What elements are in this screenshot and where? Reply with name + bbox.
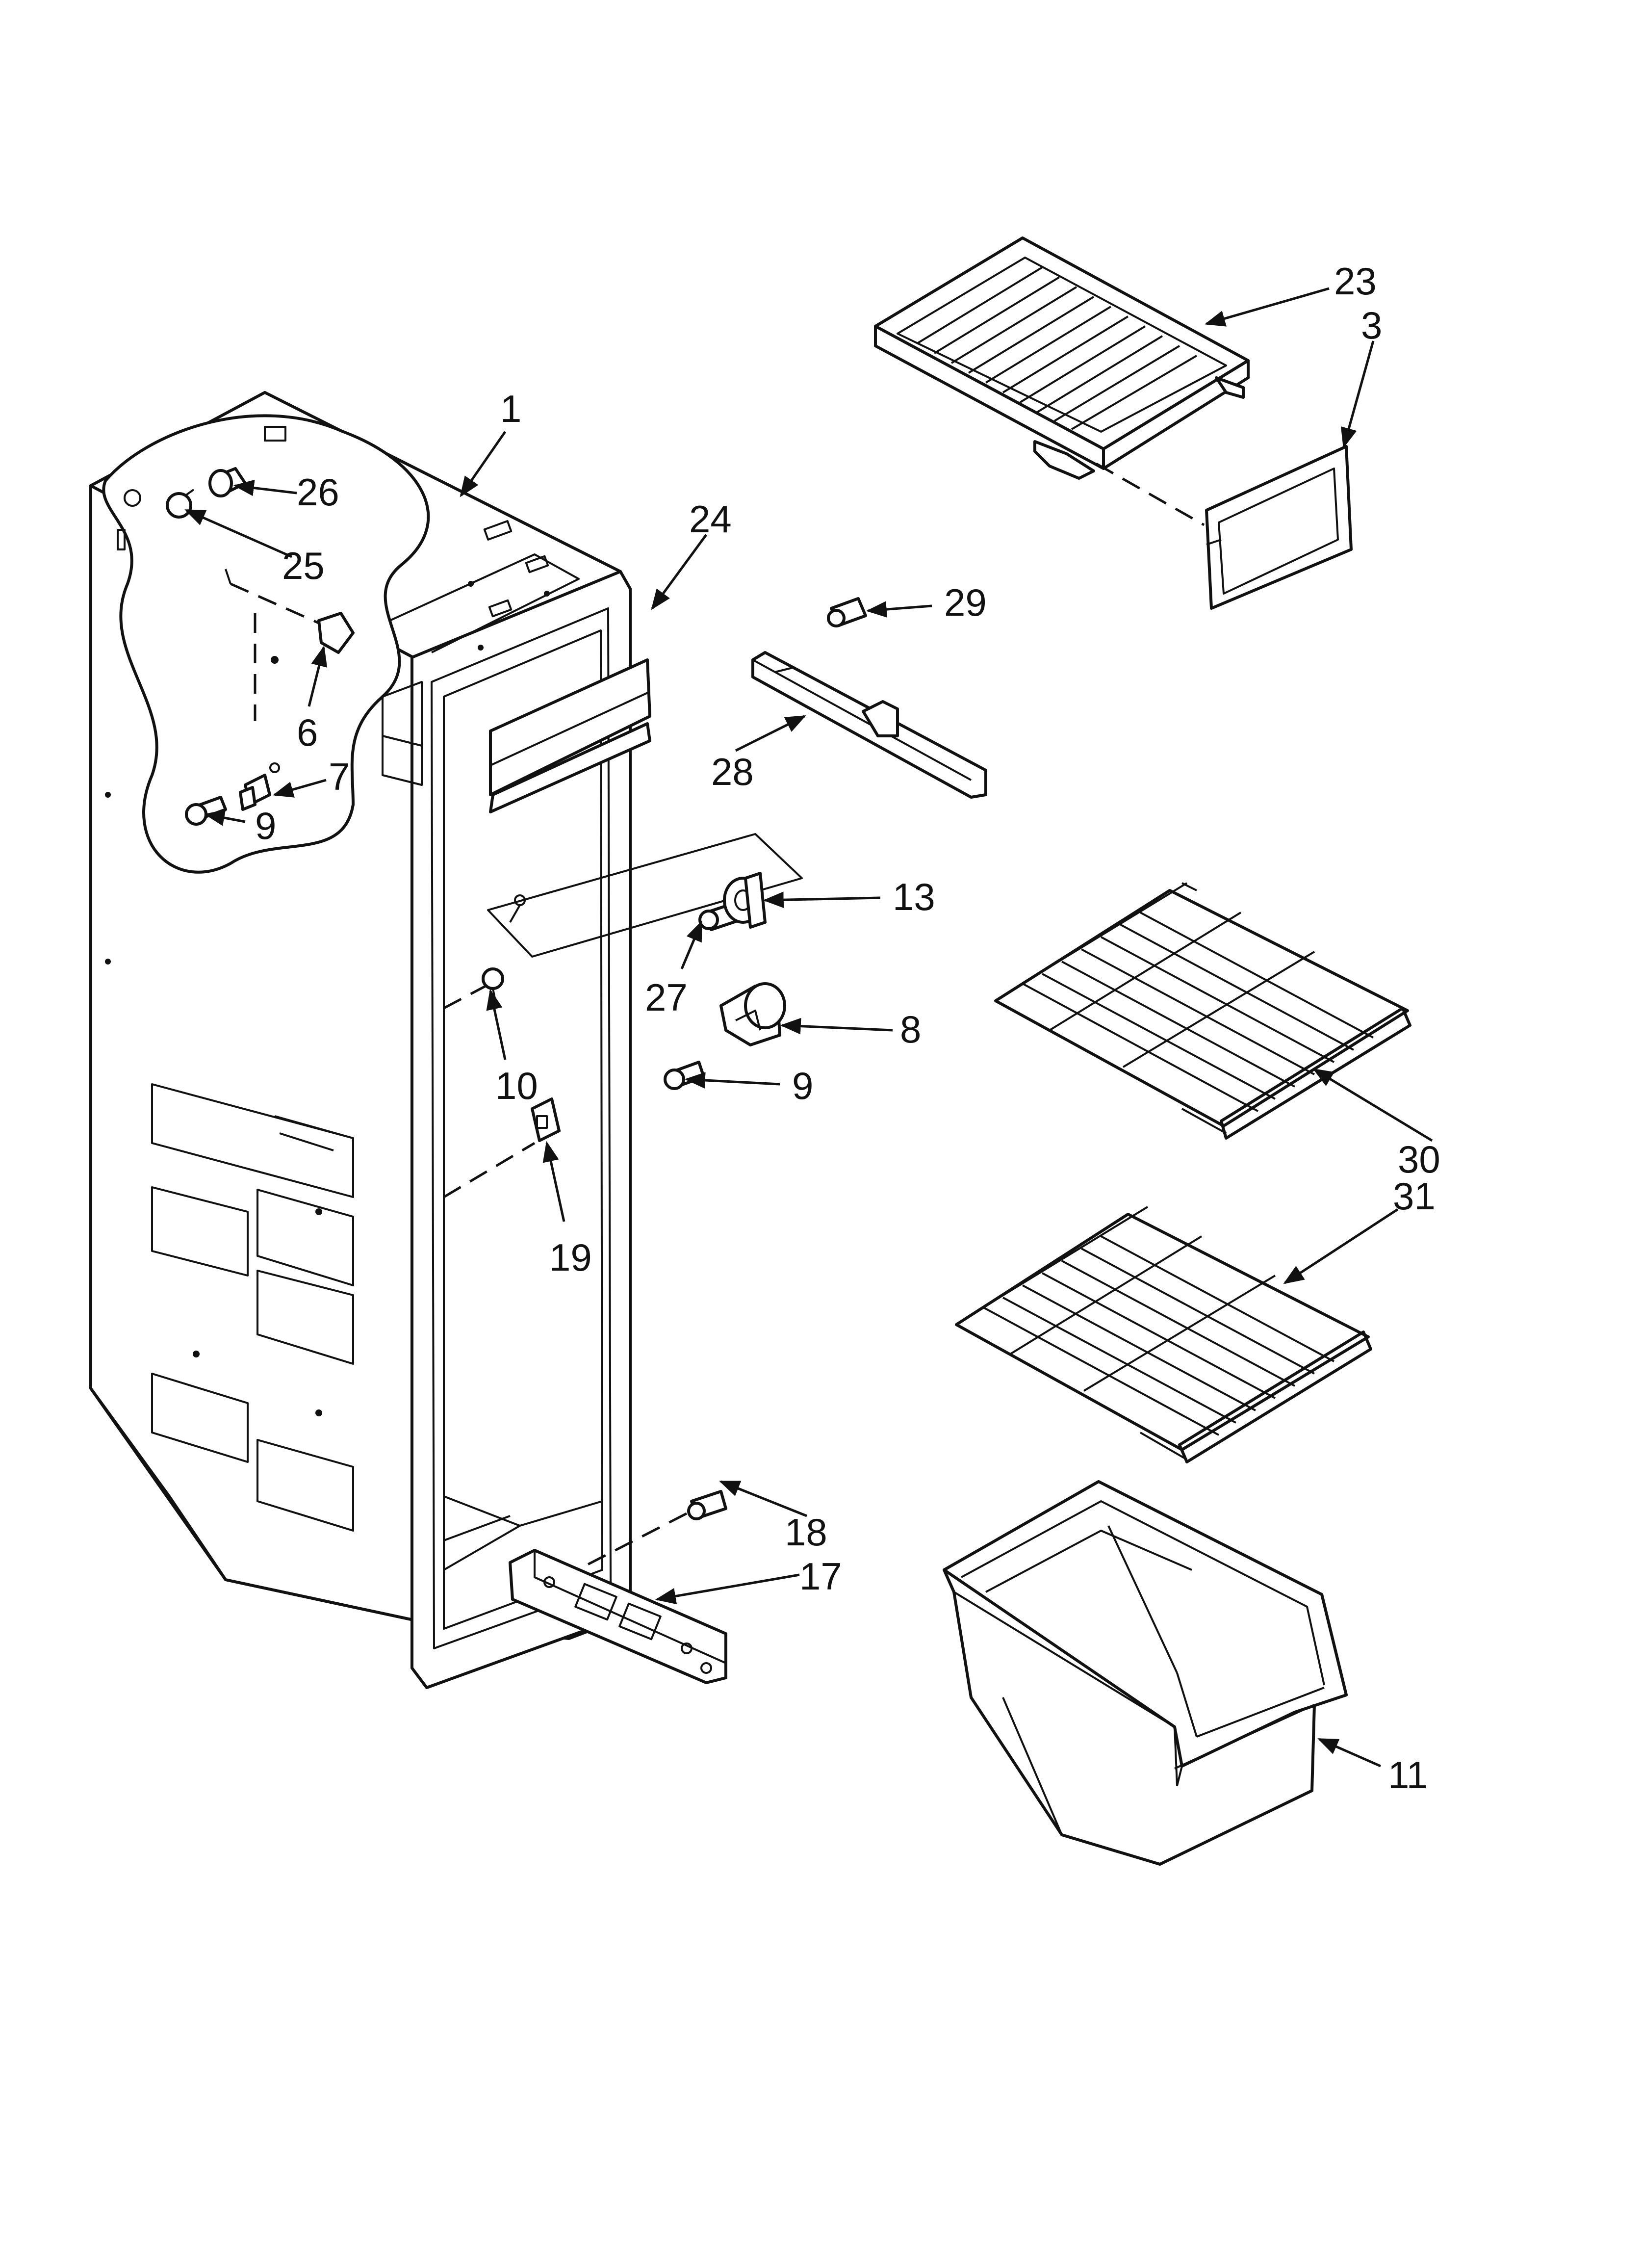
glass-shelf-23 bbox=[874, 236, 1250, 480]
pin-10 bbox=[443, 967, 504, 1010]
callout-26: 26 bbox=[297, 470, 339, 514]
callout-6: 6 bbox=[297, 711, 318, 754]
callout-25: 25 bbox=[282, 544, 325, 587]
wire-shelf-31-rods bbox=[970, 1206, 1334, 1436]
wire-shelf-30-rods bbox=[1009, 882, 1374, 1112]
callout-13: 13 bbox=[893, 875, 935, 918]
callout-29: 29 bbox=[944, 581, 987, 624]
roller-13 bbox=[723, 872, 767, 929]
screw-29 bbox=[827, 597, 867, 627]
callout-11: 11 bbox=[1388, 1753, 1428, 1797]
side-panels bbox=[105, 792, 354, 1532]
callout-19: 19 bbox=[549, 1236, 592, 1279]
roller-bracket-8 bbox=[719, 982, 786, 1046]
bracket-7 bbox=[239, 762, 280, 811]
callout-1: 1 bbox=[500, 387, 521, 430]
callout-18: 18 bbox=[785, 1511, 827, 1554]
label-plate bbox=[487, 833, 803, 958]
leader-lines bbox=[184, 287, 1433, 1768]
screw-9-right bbox=[664, 1061, 705, 1090]
callout-7: 7 bbox=[329, 755, 350, 798]
storage-bin-11 bbox=[943, 1480, 1348, 1866]
wire-shelf-30 bbox=[994, 882, 1411, 1140]
callout-17: 17 bbox=[799, 1555, 842, 1598]
freezer-liner bbox=[89, 391, 632, 1689]
screw-9-left bbox=[185, 796, 227, 826]
air-deflector bbox=[489, 658, 651, 813]
kick-bracket-17 bbox=[509, 1549, 727, 1684]
callout-24: 24 bbox=[689, 497, 732, 541]
shelf-support-28 bbox=[751, 651, 987, 799]
callout-31: 31 bbox=[1393, 1174, 1436, 1218]
callout-labels: 1 23 3 26 25 24 29 6 7 28 9 13 27 8 10 9… bbox=[255, 260, 1440, 1797]
shelf-frame-3 bbox=[1205, 445, 1353, 610]
callout-27: 27 bbox=[645, 976, 688, 1019]
callout-28: 28 bbox=[711, 750, 754, 793]
callout-10: 10 bbox=[495, 1064, 538, 1107]
callout-8: 8 bbox=[900, 1008, 921, 1051]
callout-9-left: 9 bbox=[255, 804, 276, 847]
wire-shelf-31 bbox=[955, 1206, 1372, 1463]
callout-30: 30 bbox=[1398, 1138, 1440, 1181]
callout-23: 23 bbox=[1334, 260, 1377, 303]
callout-3: 3 bbox=[1361, 304, 1382, 347]
shelf-23-bars bbox=[916, 266, 1198, 430]
callout-9-right: 9 bbox=[792, 1064, 813, 1107]
screw-18 bbox=[687, 1490, 727, 1520]
clip-6 bbox=[225, 569, 355, 654]
switch-19 bbox=[443, 1097, 561, 1199]
